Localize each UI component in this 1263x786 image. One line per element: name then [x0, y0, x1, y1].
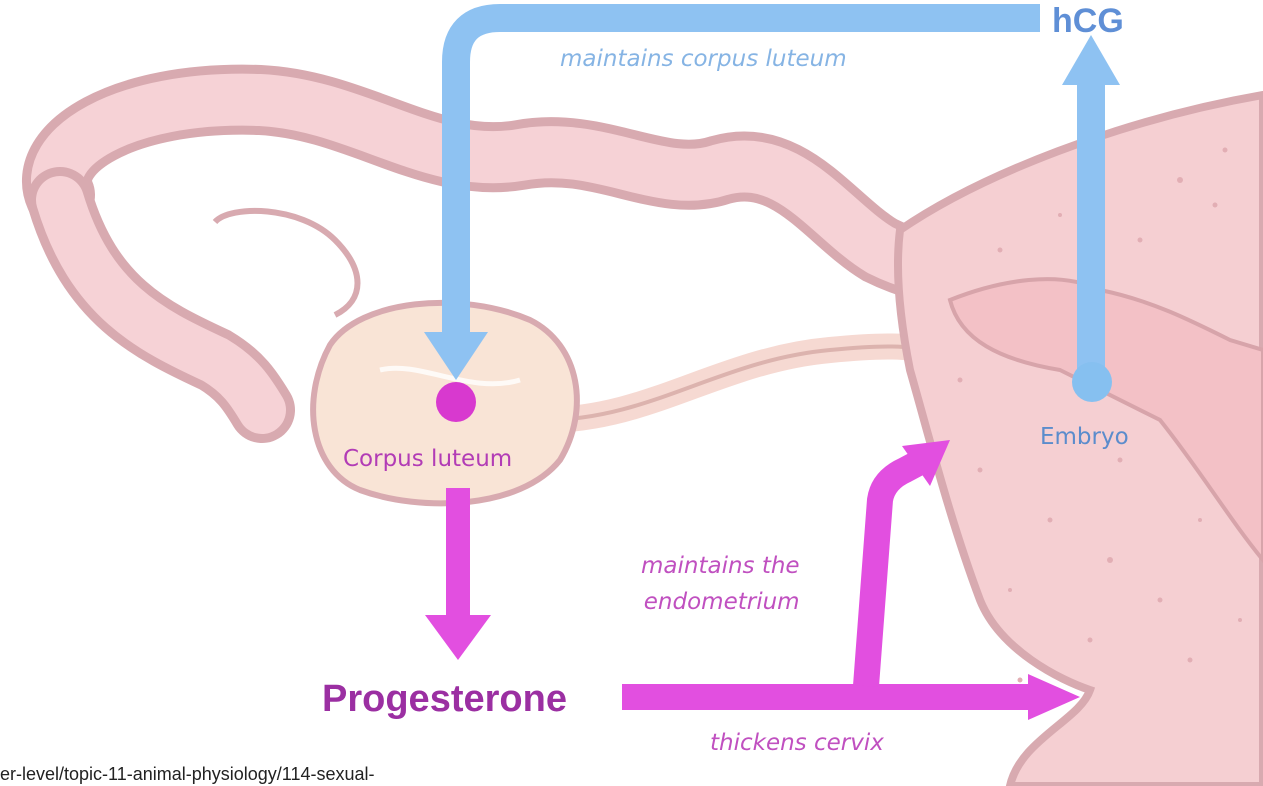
maintains-corpus-luteum-label: maintains corpus luteum: [560, 46, 847, 72]
embryo-label: Embryo: [1040, 424, 1129, 450]
hcg-label: hCG: [1052, 2, 1124, 41]
thickens-cervix-label: thickens cervix: [710, 730, 884, 756]
source-url-text: er-level/topic-11-animal-physiology/114-…: [0, 764, 375, 785]
corpus-luteum-dot: [436, 382, 476, 422]
maintains-endometrium-line2: endometrium: [641, 584, 800, 620]
maintains-endometrium-line1: maintains the: [641, 548, 800, 584]
embryo-dot: [1072, 362, 1112, 402]
ovarian-ligament: [545, 346, 935, 420]
progesterone-label: Progesterone: [322, 678, 567, 721]
maintains-endometrium-label: maintains the endometrium: [641, 548, 800, 620]
corpus-luteum-label: Corpus luteum: [343, 446, 512, 472]
